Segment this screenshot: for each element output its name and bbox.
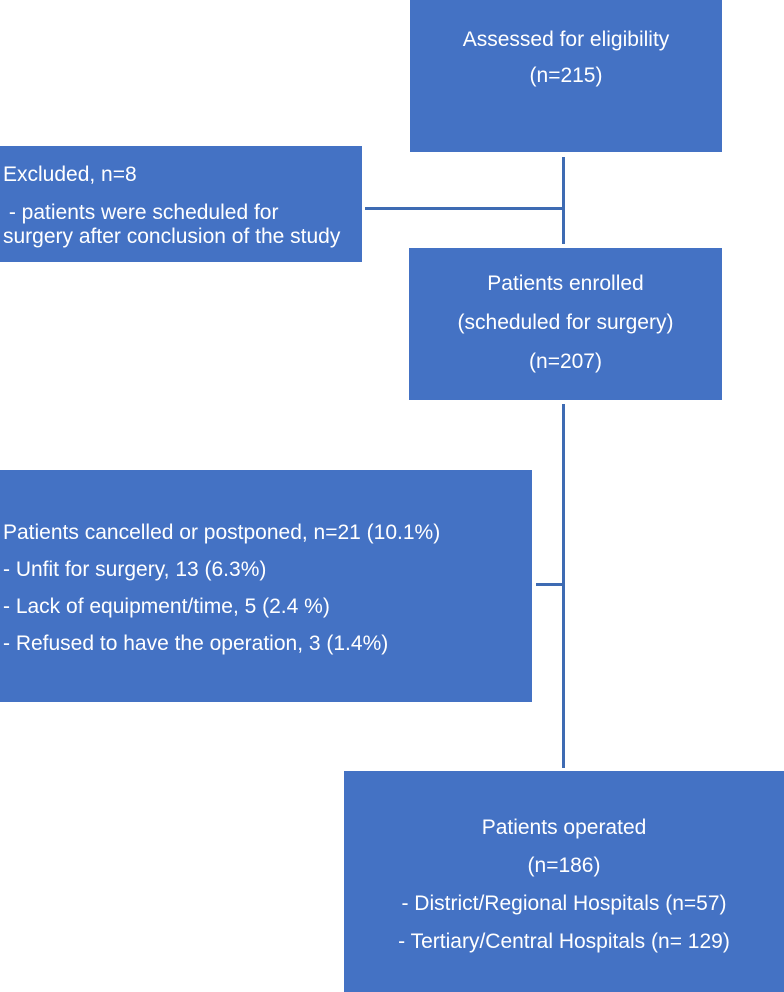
assessed-for-eligibility-box: Assessed for eligibility (n=215)	[410, 0, 722, 152]
connector-enrolled-to-operated	[562, 404, 565, 768]
operated-count: (n=186)	[527, 854, 601, 877]
operated-tertiary-hospitals: - Tertiary/Central Hospitals (n= 129)	[398, 930, 730, 953]
excluded-reason-line-2: surgery after conclusion of the study	[3, 225, 341, 248]
assessed-count: (n=215)	[529, 64, 603, 87]
enrolled-title: Patients enrolled	[487, 272, 644, 295]
connector-cancelled-branch	[536, 583, 565, 586]
enrolled-subtitle: (scheduled for surgery)	[457, 311, 674, 334]
patients-enrolled-box: Patients enrolled (scheduled for surgery…	[409, 248, 722, 400]
excluded-box: Excluded, n=8 - patients were scheduled …	[0, 146, 362, 262]
cancelled-reason-unfit: - Unfit for surgery, 13 (6.3%)	[3, 558, 267, 581]
cancelled-reason-refused: - Refused to have the operation, 3 (1.4%…	[3, 632, 389, 655]
enrolled-count: (n=207)	[529, 350, 602, 373]
cancelled-reason-equipment: - Lack of equipment/time, 5 (2.4 %)	[3, 595, 330, 618]
assessed-title: Assessed for eligibility	[462, 28, 670, 51]
patients-operated-box: Patients operated (n=186) - District/Reg…	[344, 771, 784, 992]
operated-district-hospitals: - District/Regional Hospitals (n=57)	[401, 892, 727, 915]
excluded-title: Excluded, n=8	[3, 163, 137, 186]
operated-title: Patients operated	[481, 816, 647, 839]
cancelled-or-postponed-box: Patients cancelled or postponed, n=21 (1…	[0, 470, 532, 702]
connector-excluded-branch	[365, 207, 565, 210]
connector-assessed-to-enrolled	[562, 157, 565, 244]
excluded-reason-line-1: - patients were scheduled for	[3, 201, 279, 224]
cancelled-title: Patients cancelled or postponed, n=21 (1…	[3, 521, 441, 544]
